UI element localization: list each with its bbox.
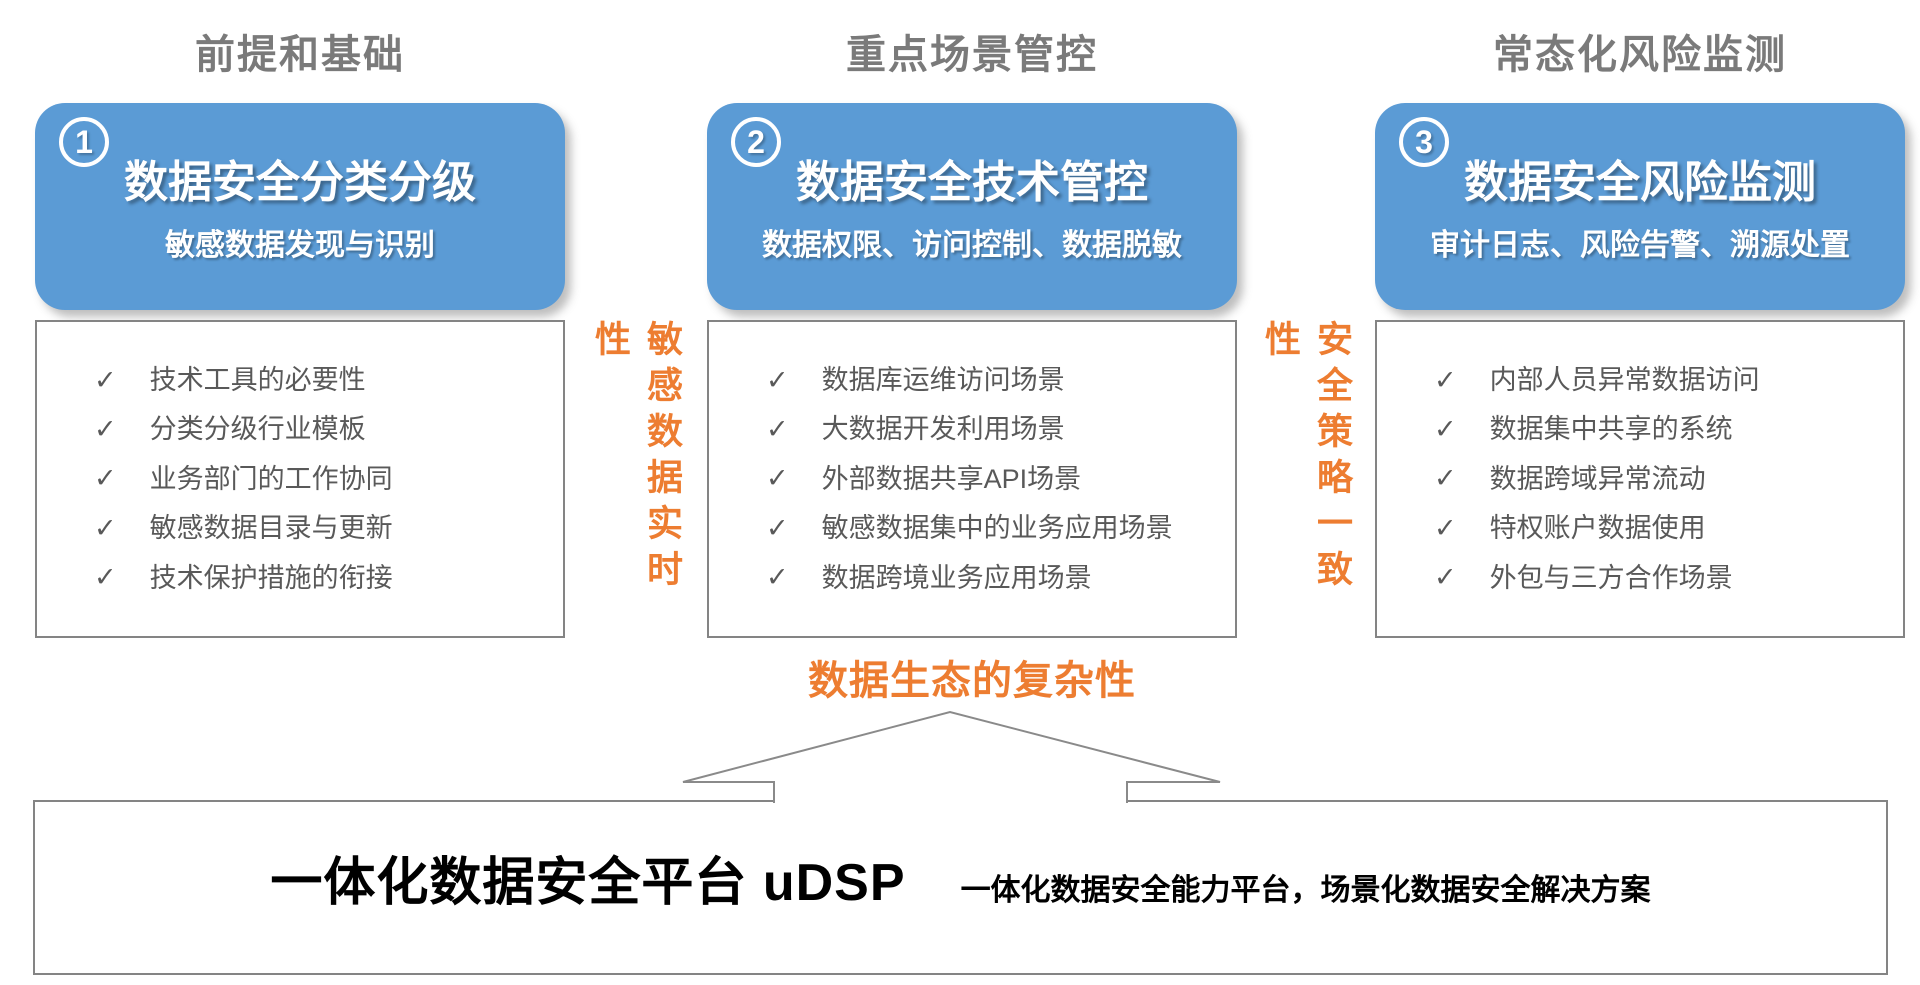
list-item: ✓ 数据跨境业务应用场景 — [766, 562, 1235, 594]
list-item-label: 外包与三方合作场景 — [1489, 562, 1733, 593]
column-1-subtitle: 敏感数据发现与识别 — [165, 229, 435, 263]
list-item-label: 大数据开发利用场景 — [821, 414, 1065, 445]
list-item-label: 数据集中共享的系统 — [1489, 414, 1733, 445]
list-item: ✓ 特权账户数据使用 — [1434, 512, 1903, 544]
checkmark-icon: ✓ — [94, 364, 117, 395]
list-item-label: 特权账户数据使用 — [1489, 513, 1706, 544]
column-1-list: ✓ 技术工具的必要性 ✓ 分类分级行业模板 ✓ 业务部门的工作协同 ✓ 敏感数据… — [35, 320, 565, 638]
column-2-subtitle: 数据权限、访问控制、数据脱敏 — [762, 229, 1182, 263]
label-data-ecosystem-complexity: 数据生态的复杂性 — [808, 659, 1136, 703]
list-item: ✓ 技术工具的必要性 — [94, 364, 563, 396]
checkmark-icon: ✓ — [1434, 562, 1457, 593]
list-item: ✓ 大数据开发利用场景 — [766, 413, 1235, 445]
list-item-label: 数据跨境业务应用场景 — [821, 562, 1092, 593]
list-item: ✓ 数据集中共享的系统 — [1434, 413, 1903, 445]
list-item: ✓ 数据跨域异常流动 — [1434, 463, 1903, 495]
checkmark-icon: ✓ — [1434, 512, 1457, 543]
list-item-label: 分类分级行业模板 — [149, 414, 366, 445]
column-2-list: ✓ 数据库运维访问场景 ✓ 大数据开发利用场景 ✓ 外部数据共享API场景 ✓ … — [707, 320, 1237, 638]
column-2-title-card: 2 数据安全技术管控 数据权限、访问控制、数据脱敏 — [707, 103, 1237, 310]
list-item-label: 内部人员异常数据访问 — [1489, 365, 1760, 396]
list-item: ✓ 分类分级行业模板 — [94, 413, 563, 445]
list-item: ✓ 内部人员异常数据访问 — [1434, 364, 1903, 396]
list-item: ✓ 外包与三方合作场景 — [1434, 562, 1903, 594]
step-1-number-badge: 1 — [59, 117, 109, 167]
column-3-header: 常态化风险监测 — [1493, 33, 1787, 77]
column-1-header: 前提和基础 — [195, 33, 405, 77]
platform-description: 一体化数据安全能力平台，场景化数据安全解决方案 — [960, 874, 1651, 907]
list-item-label: 数据跨域异常流动 — [1489, 463, 1706, 494]
column-2-header: 重点场景管控 — [846, 33, 1098, 77]
checkmark-icon: ✓ — [1434, 414, 1457, 445]
list-item-label: 技术保护措施的衔接 — [149, 562, 393, 593]
vertical-label-security-policy-consistency: 安全策略一致性 — [1260, 320, 1353, 596]
checkmark-icon: ✓ — [766, 463, 789, 494]
checkmark-icon: ✓ — [1434, 463, 1457, 494]
list-item-label: 数据库运维访问场景 — [821, 365, 1065, 396]
checkmark-icon: ✓ — [766, 512, 789, 543]
platform-title: 一体化数据安全平台 uDSP — [270, 854, 906, 912]
list-item: ✓ 敏感数据目录与更新 — [94, 512, 563, 544]
list-item-label: 敏感数据集中的业务应用场景 — [821, 513, 1173, 544]
checkmark-icon: ✓ — [1434, 364, 1457, 395]
list-item: ✓ 技术保护措施的衔接 — [94, 562, 563, 594]
list-item: ✓ 外部数据共享API场景 — [766, 463, 1235, 495]
list-item-label: 技术工具的必要性 — [149, 365, 366, 396]
list-item: ✓ 敏感数据集中的业务应用场景 — [766, 512, 1235, 544]
column-3-list: ✓ 内部人员异常数据访问 ✓ 数据集中共享的系统 ✓ 数据跨域异常流动 ✓ 特权… — [1375, 320, 1905, 638]
column-1-title-card: 1 数据安全分类分级 敏感数据发现与识别 — [35, 103, 565, 310]
vertical-label-sensitive-data-realtime: 敏感数据实时性 — [590, 320, 683, 596]
step-3-number-badge: 3 — [1399, 117, 1449, 167]
column-3-title: 数据安全风险监测 — [1464, 158, 1816, 207]
list-item-label: 外部数据共享API场景 — [821, 463, 1082, 494]
column-3-subtitle: 审计日志、风险告警、溯源处置 — [1430, 229, 1850, 263]
checkmark-icon: ✓ — [766, 414, 789, 445]
step-2-number-badge: 2 — [731, 117, 781, 167]
checkmark-icon: ✓ — [94, 562, 117, 593]
list-item: ✓ 数据库运维访问场景 — [766, 364, 1235, 396]
checkmark-icon: ✓ — [94, 512, 117, 543]
column-2-title: 数据安全技术管控 — [796, 158, 1148, 207]
checkmark-icon: ✓ — [766, 562, 789, 593]
list-item-label: 业务部门的工作协同 — [149, 463, 393, 494]
platform-banner: 一体化数据安全平台 uDSP 一体化数据安全能力平台，场景化数据安全解决方案 — [33, 800, 1888, 975]
column-3-title-card: 3 数据安全风险监测 审计日志、风险告警、溯源处置 — [1375, 103, 1905, 310]
checkmark-icon: ✓ — [94, 414, 117, 445]
checkmark-icon: ✓ — [766, 364, 789, 395]
column-1-title: 数据安全分类分级 — [124, 158, 476, 207]
list-item: ✓ 业务部门的工作协同 — [94, 463, 563, 495]
list-item-label: 敏感数据目录与更新 — [149, 513, 393, 544]
checkmark-icon: ✓ — [94, 463, 117, 494]
